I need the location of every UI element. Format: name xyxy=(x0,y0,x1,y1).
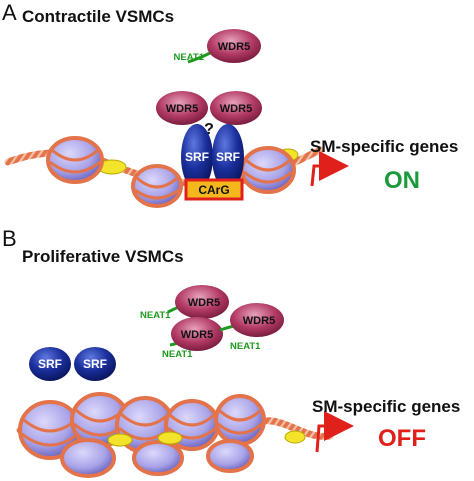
panel-b-letter: B xyxy=(2,226,17,251)
yellow-factor-b2 xyxy=(157,431,183,445)
status-off: OFF xyxy=(378,425,426,452)
yellow-factor-b3 xyxy=(284,430,306,444)
panel-a-letter: A xyxy=(2,0,17,25)
srf-left-label-a: SRF xyxy=(185,150,209,164)
srf-right-label-b: SRF xyxy=(83,357,107,371)
wdr5-left-label-a: WDR5 xyxy=(166,103,198,115)
promoter-arrow-a xyxy=(310,151,349,187)
wdr5-bottom-left-label-b: WDR5 xyxy=(181,329,213,341)
wdr5-right-a xyxy=(210,91,262,125)
question-mark-a: ? xyxy=(204,121,214,138)
panel-b-title: Proliferative VSMCs xyxy=(22,247,184,266)
nucleosome-b7 xyxy=(214,394,266,446)
carg-label: CArG xyxy=(198,183,229,197)
nucleosome-b6 xyxy=(132,440,184,476)
srf-left-a xyxy=(181,124,213,190)
genes-label-a: SM-specific genes xyxy=(310,137,458,156)
panel-a-title: Contractile VSMCs xyxy=(22,7,174,26)
neat1-label-b2: NEAT1 xyxy=(162,349,193,360)
nucleosome-a3 xyxy=(240,146,296,194)
wdr5-free-a xyxy=(207,29,261,63)
wdr5-bottom-right-label-b: WDR5 xyxy=(243,315,275,327)
neat1-label-b3: NEAT1 xyxy=(230,341,261,352)
wdr5-bottom-left-b xyxy=(171,317,223,351)
nucleosome-a1 xyxy=(46,136,104,184)
carg-box xyxy=(184,178,244,201)
srf-right-b xyxy=(74,347,116,381)
wdr5-top-label-b: WDR5 xyxy=(188,297,220,309)
yellow-factor-b1 xyxy=(107,433,133,447)
srf-left-b xyxy=(29,347,71,381)
nucleosome-b8 xyxy=(206,439,254,473)
status-on: ON xyxy=(384,167,420,194)
wdr5-right-label-a: WDR5 xyxy=(220,103,252,115)
srf-left-label-b: SRF xyxy=(38,357,62,371)
wdr5-bottom-right-b xyxy=(230,303,284,337)
promoter-arrow-b xyxy=(315,411,354,453)
wdr5-left-a xyxy=(156,91,208,125)
genes-label-b: SM-specific genes xyxy=(312,397,460,416)
wdr5-top-b xyxy=(175,285,229,319)
srf-right-label-a: SRF xyxy=(216,150,240,164)
wdr5-free-label-a: WDR5 xyxy=(218,41,250,53)
nucleosome-b3 xyxy=(60,438,116,478)
condensed-chromatin-b xyxy=(16,392,334,478)
neat1-label-b1: NEAT1 xyxy=(140,310,171,321)
srf-right-a xyxy=(212,124,244,190)
neat1-label-a: NEAT1 xyxy=(174,52,205,63)
nucleosome-a2 xyxy=(131,164,183,208)
